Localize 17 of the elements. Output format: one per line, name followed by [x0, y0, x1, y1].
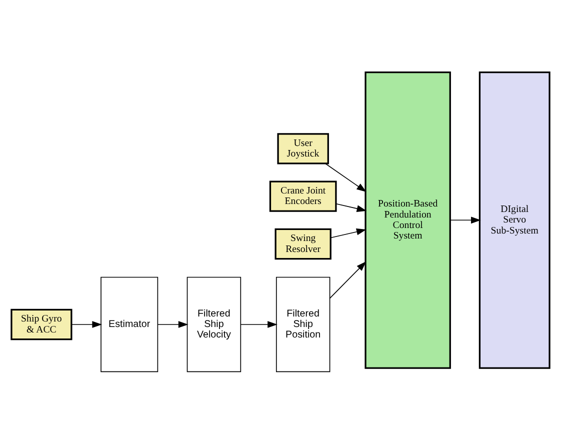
node-box: Filtered Ship Position: [276, 276, 330, 372]
node-box: User Joystick: [277, 132, 329, 164]
arrow: [330, 260, 366, 298]
arrow: [157, 320, 188, 328]
arrow: [240, 320, 278, 328]
arrow: [330, 228, 366, 238]
node-box: Position-Based Pendulation Control System: [364, 70, 451, 368]
node-box: Ship Gyro & ACC: [10, 308, 72, 340]
node-box: Filtered Ship Velocity: [186, 276, 242, 372]
arrow: [450, 216, 481, 224]
node-box: DIgital Servo Sub-System: [478, 70, 550, 368]
node-box: Estimator: [100, 276, 158, 372]
arrow: [324, 162, 366, 192]
node-box: Crane Joint Encoders: [269, 180, 337, 212]
arrow: [71, 320, 102, 328]
node-box: Swing Resolver: [274, 228, 332, 260]
arrow: [336, 202, 367, 212]
